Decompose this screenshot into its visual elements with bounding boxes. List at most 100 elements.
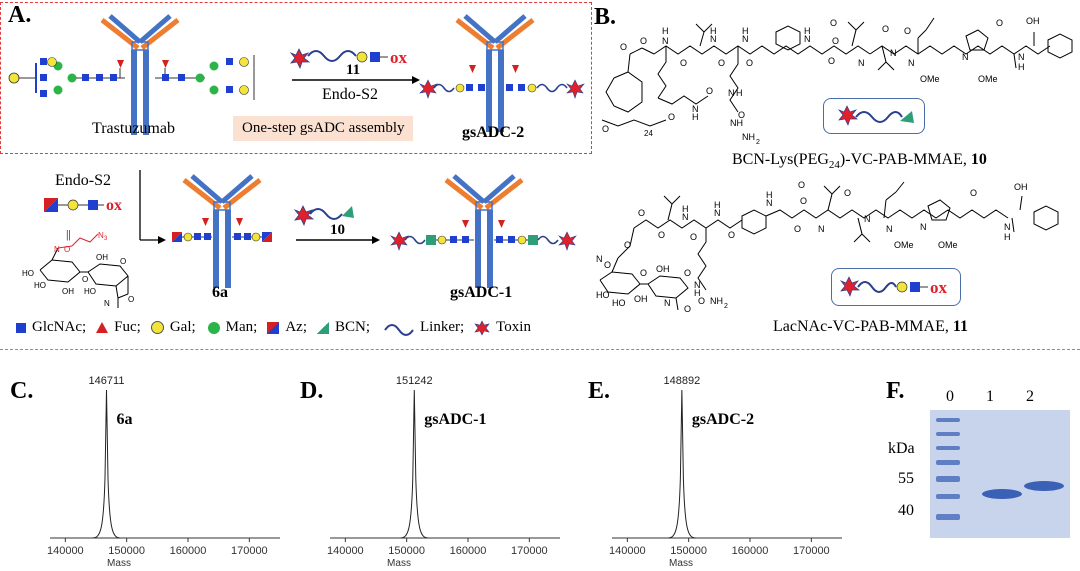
svg-text:H: H: [710, 26, 717, 36]
lane-2-band: [1024, 481, 1064, 491]
svg-text:O: O: [738, 110, 745, 120]
spectrum-tick-label: 140000: [327, 545, 364, 557]
spectrum-tick-label: 160000: [450, 545, 487, 557]
svg-text:N: N: [692, 104, 699, 114]
compound-10-icon-box: [823, 98, 925, 134]
svg-text:OMe: OMe: [894, 240, 914, 250]
svg-text:OH: OH: [1026, 16, 1040, 26]
ox-label-lower: ox: [106, 197, 122, 214]
panel-label-a: A.: [8, 2, 32, 28]
compound-11-structure: OO NH O NH O NH OOO N O N N OMe N OMe O …: [596, 180, 1059, 314]
gel-marker-40: 40: [898, 502, 914, 519]
lane-1-band: [982, 489, 1022, 499]
legend-glcnac: GlcNAc;: [32, 319, 87, 335]
compound-11-glyph: ox: [839, 276, 948, 297]
svg-text:O: O: [640, 268, 647, 278]
spectrum-xlabel: Mass: [107, 558, 131, 569]
svg-text:OMe: OMe: [938, 240, 958, 250]
6a-glycan-left: [172, 218, 212, 242]
compound-10-name-sub: 24: [828, 159, 840, 172]
ox-label-top: ox: [390, 48, 408, 67]
antibody-6a: [182, 174, 262, 288]
spectrum-sample-name: gsADC-1: [424, 411, 486, 428]
svg-text:O: O: [728, 230, 735, 240]
svg-text:O: O: [746, 58, 753, 68]
svg-text:O: O: [684, 304, 691, 314]
gel-marker-55: 55: [898, 470, 914, 487]
az-oxazoline-icon: [44, 198, 104, 212]
svg-text:N: N: [694, 280, 701, 290]
spectrum-tick-label: 160000: [170, 545, 207, 557]
trastuzumab-antibody: ox: [8, 14, 585, 135]
svg-text:N: N: [858, 58, 865, 68]
svg-text:O: O: [602, 124, 609, 134]
svg-text:2: 2: [724, 303, 728, 310]
svg-text:O: O: [794, 224, 801, 234]
svg-text:N: N: [714, 208, 721, 218]
compound-10-number: 10: [970, 151, 987, 168]
svg-text:HO: HO: [612, 298, 626, 308]
svg-text:O: O: [798, 180, 805, 190]
svg-text:OH: OH: [634, 294, 648, 304]
reagent-10-label: 10: [330, 222, 345, 238]
svg-text:2: 2: [756, 139, 760, 146]
gel-unit: kDa: [888, 440, 915, 457]
svg-text:N: N: [662, 36, 669, 46]
gsadc1-antibody: [444, 174, 524, 288]
svg-text:O: O: [706, 86, 713, 96]
antibody-name-label: Trastuzumab: [92, 120, 175, 137]
spectrum-peak-label: 146711: [89, 375, 125, 387]
legend-linker: Linker;: [420, 319, 465, 335]
svg-text:N: N: [682, 212, 689, 222]
intermediate-6a-label: 6a: [212, 284, 228, 301]
bcn-legend-icon: [317, 321, 329, 334]
gsadc1-payload-right: [494, 220, 577, 251]
gal-legend-icon: [150, 321, 164, 334]
glcnac-legend-icon: [16, 322, 26, 333]
spectrum-tick-label: 150000: [108, 545, 145, 557]
svg-text:N: N: [818, 224, 825, 234]
svg-text:N: N: [962, 52, 969, 62]
gel-lane-0: 0: [946, 388, 954, 405]
svg-text:HO: HO: [22, 269, 34, 278]
svg-text:H: H: [662, 26, 669, 36]
svg-text:O: O: [64, 245, 70, 254]
lacnac-oxazoline-structure: [39, 233, 129, 308]
gel-lane-labels: 0 1 2: [940, 388, 1060, 408]
panel-a-box: [0, 2, 592, 154]
compound-10-name-post: )-VC-PAB-MMAE,: [839, 151, 971, 168]
svg-text:O: O: [82, 275, 88, 284]
spectrum-peak: [667, 389, 696, 539]
svg-text:O: O: [690, 232, 697, 242]
svg-text:N: N: [890, 48, 897, 58]
svg-text:O: O: [120, 257, 126, 266]
svg-text:OH: OH: [1014, 182, 1028, 192]
fuc-legend-icon: [96, 322, 109, 333]
spectrum-tick-label: 140000: [47, 545, 84, 557]
svg-text:O: O: [828, 56, 835, 66]
compound-11-name: LacNAc-VC-PAB-MMAE,: [773, 318, 953, 335]
svg-text:N: N: [728, 88, 735, 98]
spectrum-xlabel: Mass: [669, 558, 693, 569]
compound-11-number: 11: [952, 318, 968, 335]
reagent-11-label: 11: [346, 62, 361, 78]
svg-text:H: H: [1018, 62, 1025, 72]
svg-text:O: O: [640, 36, 647, 46]
panel-label-e: E.: [588, 378, 611, 404]
gsadc1-title: gsADC-1: [450, 284, 513, 301]
svg-text:NH: NH: [742, 132, 755, 142]
endo-s2-label-lower: Endo-S2: [55, 172, 111, 189]
compound-11-icon-box: ox: [831, 268, 961, 306]
svg-text:N: N: [710, 34, 717, 44]
svg-text:H: H: [1004, 232, 1011, 242]
svg-text:O: O: [604, 260, 611, 270]
compound-10-glyph: [837, 105, 914, 126]
endo-s2-label-top: Endo-S2: [322, 86, 378, 103]
svg-text:24: 24: [644, 129, 653, 138]
svg-text:O: O: [882, 24, 889, 34]
gsadc2-payload-right: [506, 65, 585, 99]
azide-sub: 3: [104, 236, 108, 242]
man-legend-icon: [207, 321, 220, 334]
svg-text:O: O: [668, 112, 675, 122]
6a-glycan-right: [232, 218, 272, 242]
